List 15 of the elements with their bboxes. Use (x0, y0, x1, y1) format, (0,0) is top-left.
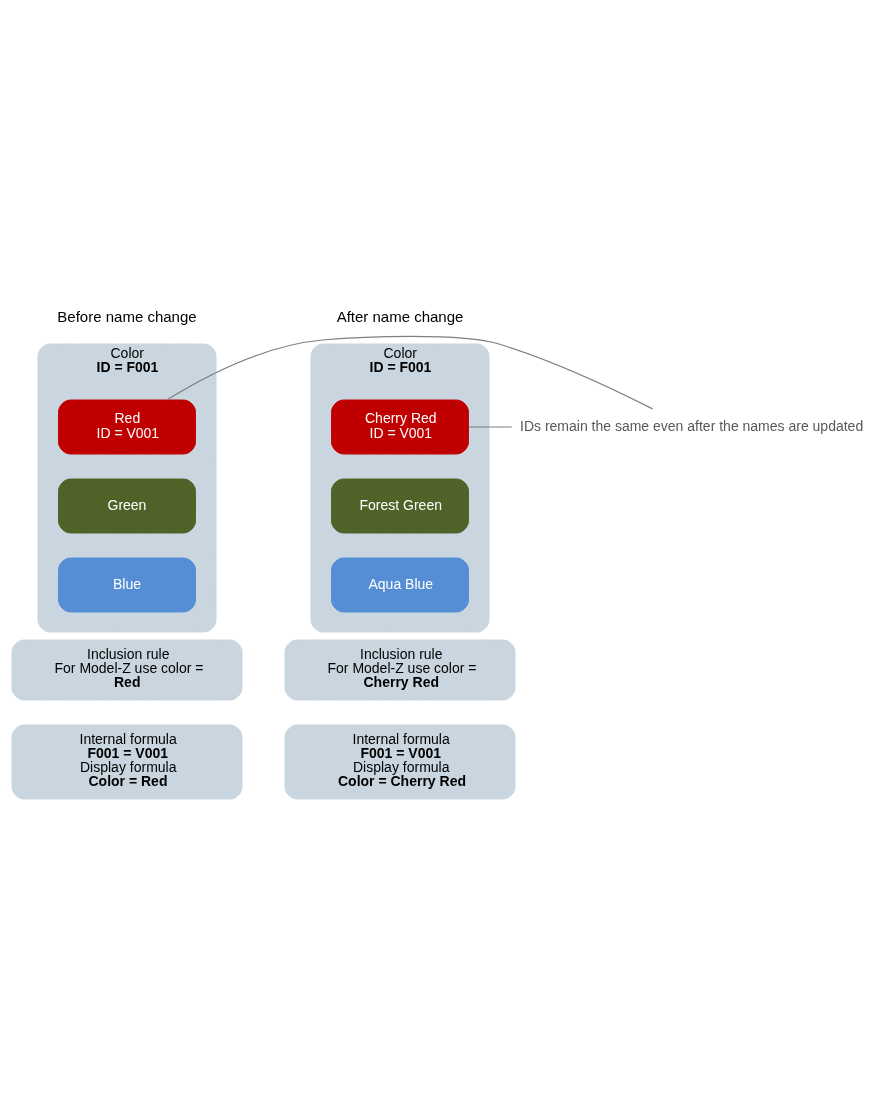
node-box: Internal formula F001 = V001 Display formula Color = Red (11, 724, 243, 799)
node-box: Cherry Red ID = V001 (331, 399, 469, 454)
connector (166, 335, 654, 409)
node-text: IDs remain the same even after the names are updated (520, 417, 864, 434)
node-box: Red ID = V001 (58, 399, 196, 454)
label: After name change (336, 307, 464, 324)
node-box: Forest Green (331, 478, 469, 533)
connector (468, 425, 513, 428)
node-box: Green (58, 478, 196, 533)
node-box: Inclusion rule For Model-Z use color = Red (11, 639, 243, 700)
node-box: Internal formula F001 = V001 Display formula Color = Cherry Red (284, 724, 516, 799)
label: Before name change (57, 307, 197, 324)
node-box: Blue (58, 557, 196, 612)
node-box: Inclusion rule For Model-Z use color = Cherry Red (284, 639, 516, 700)
node-box: Aqua Blue (331, 557, 469, 612)
